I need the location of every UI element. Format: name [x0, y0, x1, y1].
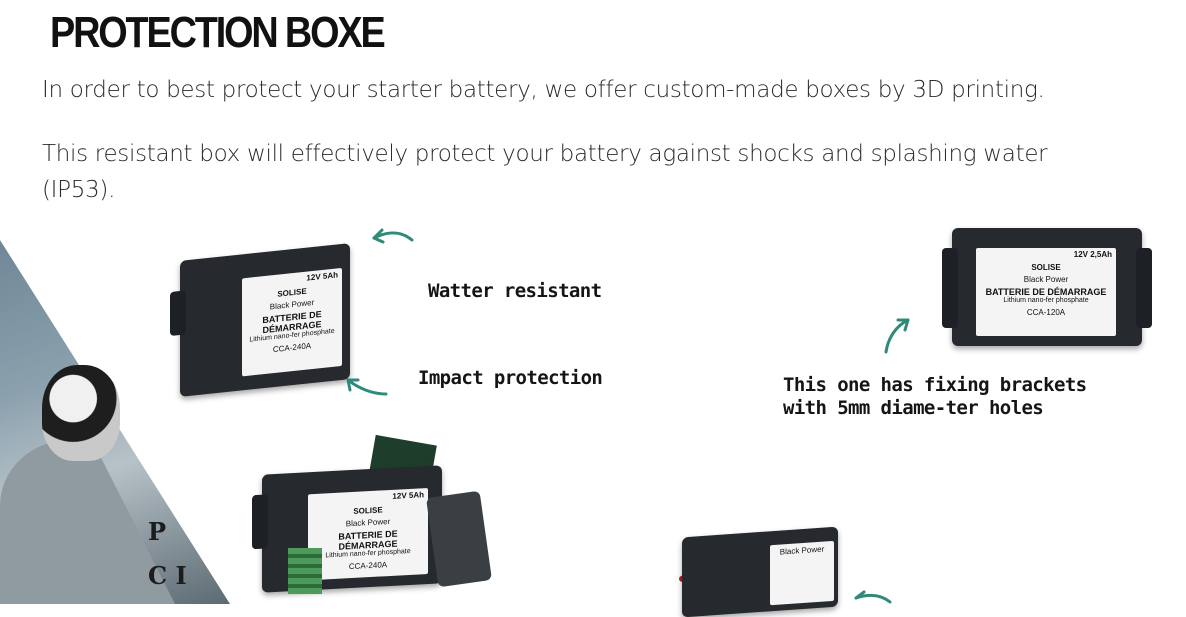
note-impact-protection: Impact protection — [418, 367, 603, 389]
arrow-icon — [372, 228, 414, 244]
box-side-tab — [252, 494, 268, 550]
background-letter-2: C I — [148, 561, 187, 590]
box-lid-image — [425, 490, 493, 588]
battery-brand: SOLISE — [1031, 263, 1061, 272]
note-fixing-brackets: This one has fixing brackets with 5mm di… — [783, 374, 1087, 419]
battery-spec: 12V 2,5Ah — [1073, 250, 1112, 259]
fixing-bracket-left — [942, 248, 958, 328]
battery-label: 12V 2,5Ah SOLISE Black Power BATTERIE DE… — [976, 248, 1116, 336]
battery-line: Black Power — [779, 544, 825, 557]
battery-box-large-image: 12V 5Ah SOLISE Black Power BATTERIE DE D… — [170, 243, 350, 397]
battery-spec: 12V 5Ah — [392, 490, 424, 501]
fixing-bracket-right — [1136, 248, 1152, 328]
battery-cca: CCA-120A — [1026, 308, 1066, 317]
battery-box-bottom-image: Black Power — [682, 526, 838, 617]
battery-name: BATTERIE DE DÉMARRAGE — [985, 287, 1107, 297]
arrow-icon — [854, 590, 892, 604]
battery-label: 12V 5Ah SOLISE Black Power BATTERIE DE D… — [308, 488, 428, 581]
battery-label: Black Power — [770, 540, 834, 606]
note-water-resistant: Watter resistant — [428, 280, 602, 302]
circuit-board-image — [288, 548, 322, 594]
page-title: PROTECTION BOXE — [50, 8, 386, 57]
box-side-tab — [170, 290, 186, 336]
arrow-icon — [884, 318, 910, 354]
battery-line: Black Power — [1023, 275, 1069, 284]
battery-label: 12V 5Ah SOLISE Black Power BATTERIE DE D… — [242, 267, 342, 377]
battery-cca: CCA-240A — [348, 560, 388, 572]
arrow-icon — [346, 378, 388, 396]
battery-box-small-image: 12V 2,5Ah SOLISE Black Power BATTERIE DE… — [942, 228, 1152, 346]
intro-paragraph: In order to best protect your starter ba… — [42, 77, 1045, 103]
person-helmet-image — [42, 365, 120, 461]
resistance-paragraph: This resistant box will effectively prot… — [42, 141, 1048, 203]
background-letter-1: P — [148, 517, 167, 546]
battery-sub: Lithium nano-fer phosphate — [1003, 297, 1089, 304]
background-letters: P C I — [148, 510, 187, 598]
